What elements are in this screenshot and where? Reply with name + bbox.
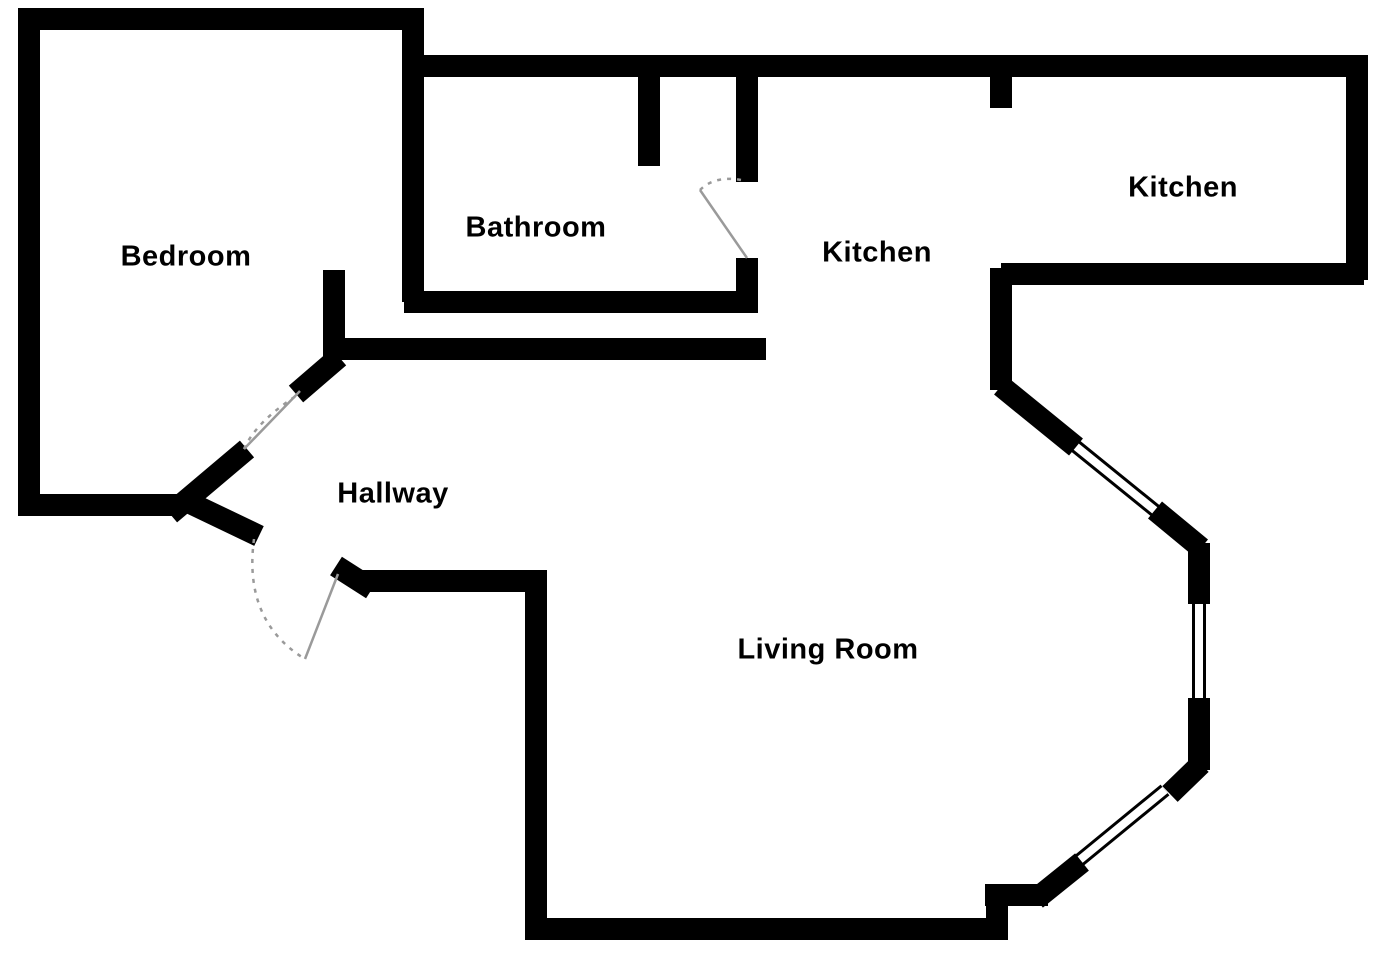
room-label-bathroom: Bathroom <box>465 211 607 244</box>
bay-window-upper <box>1063 434 1168 523</box>
hallway-door <box>251 538 340 661</box>
room-label-bedroom: Bedroom <box>120 240 252 273</box>
room-label-kitchen-upper: Kitchen <box>1128 171 1238 204</box>
bedroom-door <box>242 390 301 450</box>
walls <box>18 8 1368 940</box>
bathroom-door <box>698 177 749 259</box>
room-label-hallway: Hallway <box>337 477 449 510</box>
bay-window-lower <box>1071 784 1170 869</box>
room-label-living-room: Living Room <box>737 633 919 666</box>
room-label-kitchen-lower: Kitchen <box>822 236 932 269</box>
